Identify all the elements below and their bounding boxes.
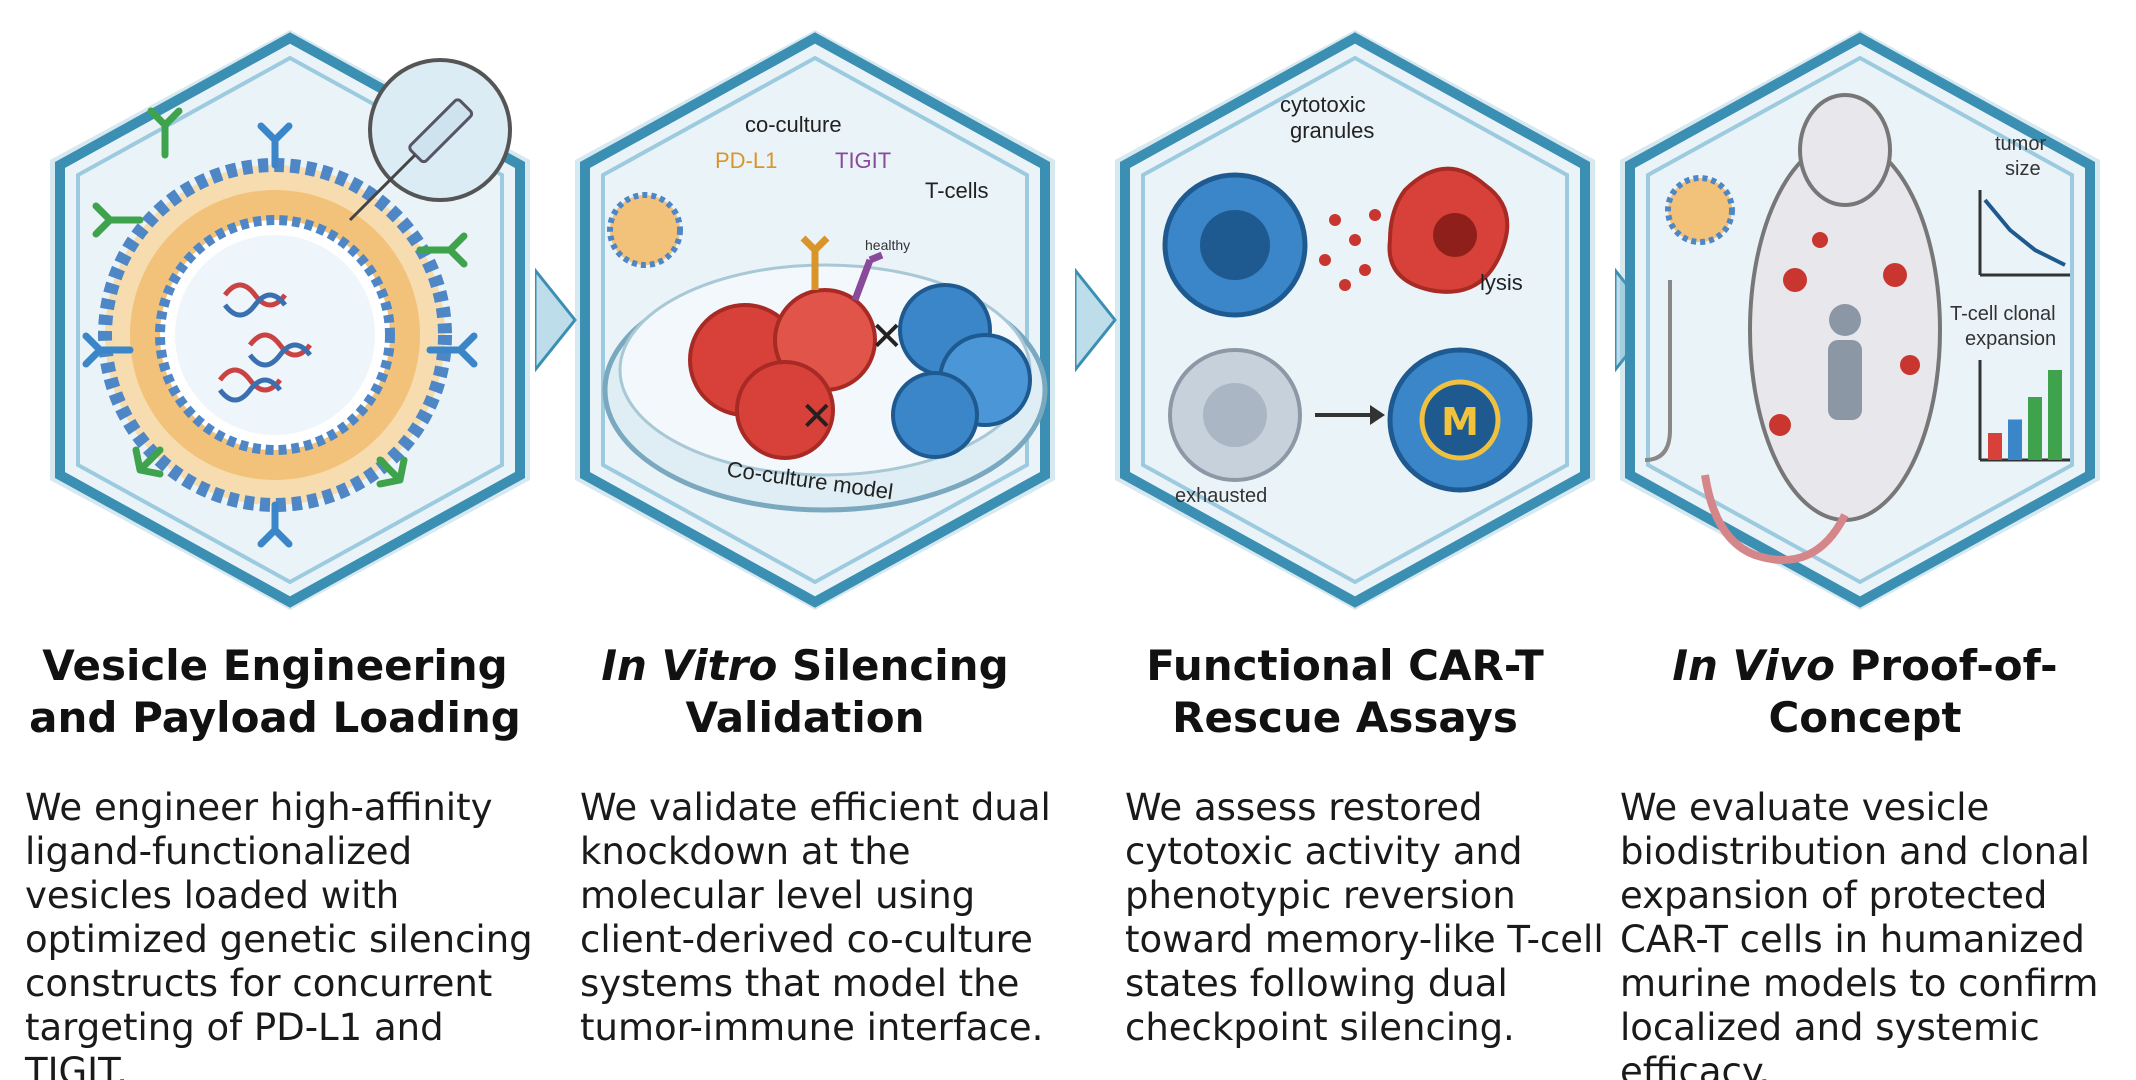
connector-arrow-1 <box>535 267 577 373</box>
panel-2-title-italic: In Vitro <box>601 641 778 690</box>
label-exhausted: exhausted <box>1175 485 1267 507</box>
label-lysis: lysis <box>1480 270 1523 295</box>
label-healthy: healthy <box>865 237 910 253</box>
label-pdl1: PD-L1 <box>715 148 777 173</box>
connector-arrow-2 <box>1075 267 1117 373</box>
clonal-bar <box>2028 397 2042 460</box>
pdl1-receptor-icon <box>800 235 830 290</box>
t-cell-icon <box>891 283 1032 459</box>
vesicle-small-icon <box>1665 175 1735 245</box>
panel-1-hexagon <box>50 30 530 610</box>
tigit-receptor-icon <box>851 251 884 302</box>
vesicle-icon <box>98 158 452 512</box>
memory-cell-icon <box>1387 347 1533 493</box>
knockdown-x-icon: ✕ <box>870 314 904 360</box>
panel-1-title: Vesicle Engineering and Payload Loading <box>25 640 525 744</box>
lysed-tumor-icon <box>1387 166 1510 294</box>
panel-1-title-text: Vesicle Engineering and Payload Loading <box>29 641 521 742</box>
panel-2-hexagon: ✕ ✕ co-culture PD-L1 TIGIT T-cells healt… <box>575 30 1055 610</box>
panel-2-description: We validate efficient dual knockdown at … <box>580 786 1051 1049</box>
panel-4-description: We evaluate vesicle biodistribution and … <box>1620 786 2099 1080</box>
label-tumor-2: size <box>2005 158 2041 180</box>
label-tumor-1: tumor <box>1995 133 2046 155</box>
label-tigit: TIGIT <box>835 148 891 173</box>
panel-3-hexagon: M cytotoxic granules lysis exhausted <box>1115 30 1595 610</box>
label-granules-1: cytotoxic <box>1280 92 1366 117</box>
panel-4-hexagon: tumor size T-cell clonal expansion <box>1620 30 2100 610</box>
knockdown-x-icon: ✕ <box>800 394 834 440</box>
label-coculture: co-culture <box>745 112 842 137</box>
antibody-icon <box>82 107 478 548</box>
vesicle-small-icon <box>607 192 683 268</box>
panel-3-description: We assess restored cytotoxic activity an… <box>1125 786 1604 1049</box>
car-t-cell-icon <box>1162 172 1308 318</box>
granules-icon <box>1319 209 1381 291</box>
label-clonal-2: expansion <box>1965 328 2056 350</box>
clonal-bar <box>1988 433 2002 460</box>
label-memory: M <box>1441 400 1479 444</box>
syringe-icon <box>348 58 512 222</box>
human-silhouette-icon <box>1828 304 1862 420</box>
mouse-icon <box>1701 93 1942 564</box>
tumor-size-chart <box>1978 190 2070 277</box>
label-granules-2: granules <box>1290 118 1374 143</box>
label-tcells: T-cells <box>925 178 989 203</box>
panel-3-title: Functional CAR-T Rescue Assays <box>1095 640 1595 744</box>
panel-4-title-text: Proof-of-Concept <box>1768 641 2058 742</box>
panel-4-title-italic: In Vivo <box>1672 641 1835 690</box>
label-clonal-1: T-cell clonal <box>1950 303 2056 325</box>
panel-3-title-text: Functional CAR-T Rescue Assays <box>1146 641 1544 742</box>
panel-4-title: In Vivo Proof-of-Concept <box>1615 640 2115 744</box>
panel-1-description: We engineer high-affinity ligand-functio… <box>25 786 533 1080</box>
clonal-bar <box>2048 370 2062 460</box>
clonal-bar <box>2008 419 2022 460</box>
tumor-cell-icon <box>688 288 877 460</box>
exhausted-cell-icon <box>1168 348 1302 482</box>
tumor-spot-icon <box>1769 232 1920 436</box>
panel-2-title-text: Silencing Validation <box>685 641 1009 742</box>
clonal-expansion-chart <box>1978 360 2070 462</box>
dna-icon <box>218 282 312 403</box>
iv-line-icon <box>1644 280 1672 462</box>
panel-2-title: In Vitro Silencing Validation <box>555 640 1055 744</box>
